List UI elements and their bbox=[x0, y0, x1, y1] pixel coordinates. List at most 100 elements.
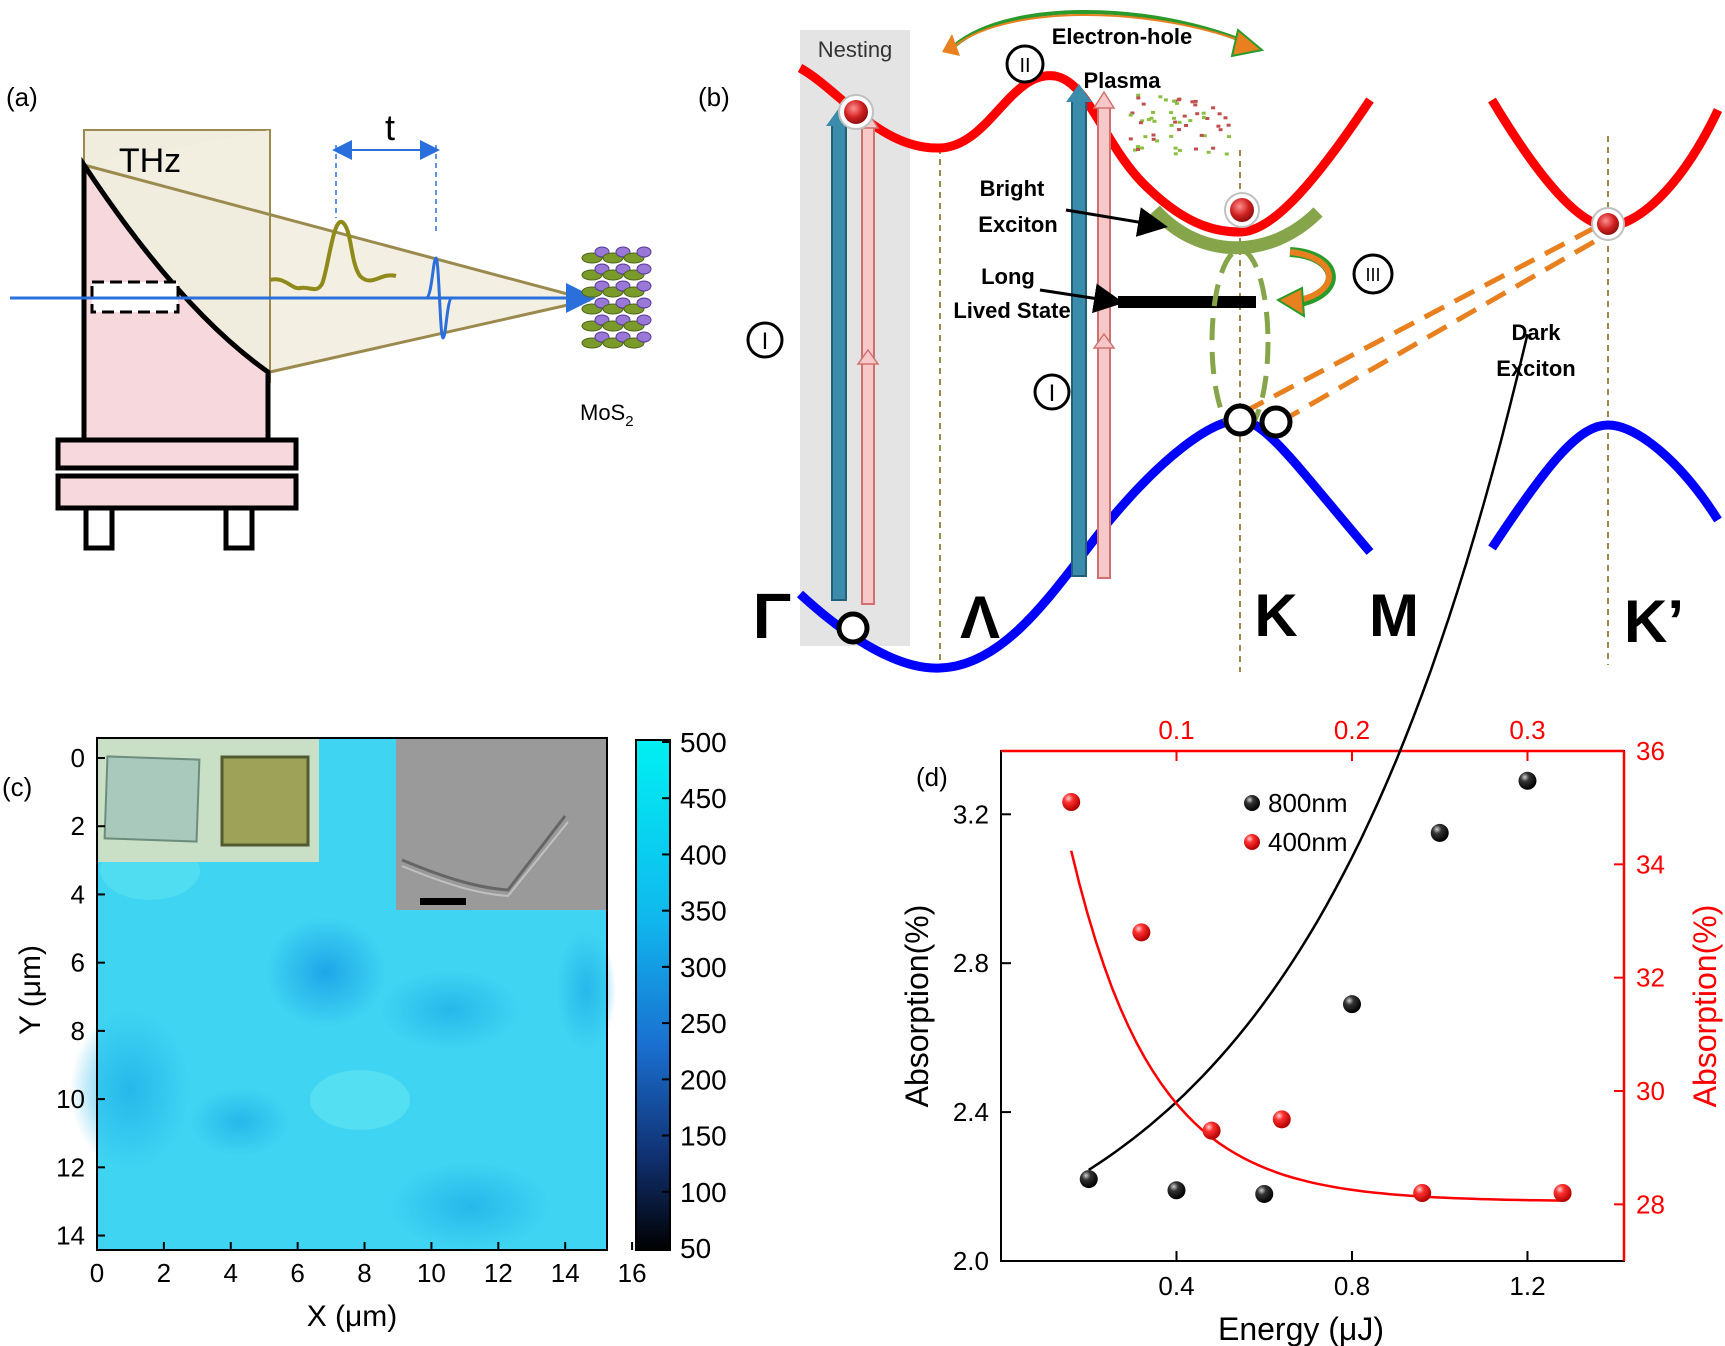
roman-III-circle bbox=[1352, 253, 1394, 295]
plasma-particle bbox=[1146, 118, 1151, 122]
x-tick-label: 6 bbox=[290, 1258, 304, 1288]
teal-arrow-gamma bbox=[831, 121, 847, 601]
plasma-particle bbox=[1193, 99, 1198, 103]
legend-marker bbox=[1244, 834, 1260, 850]
plasma-particle bbox=[1173, 146, 1178, 150]
point-400nm bbox=[1132, 923, 1151, 942]
plasma-particle bbox=[1141, 102, 1146, 106]
plasma-particle bbox=[1227, 135, 1231, 139]
fit-curves bbox=[1069, 333, 1563, 1202]
y-tick-label: 2.4 bbox=[953, 1097, 989, 1127]
fit-400nm bbox=[1069, 850, 1563, 1202]
dark-exciton-label-2: Exciton bbox=[1496, 356, 1575, 381]
bright-exciton-pointer bbox=[1065, 207, 1168, 237]
long-lived-label-2: Lived State bbox=[953, 298, 1070, 323]
x-tick-label: 10 bbox=[417, 1258, 446, 1288]
hole-k-2 bbox=[1259, 405, 1293, 439]
plasma-particle bbox=[1140, 146, 1144, 150]
plasma-particle bbox=[1217, 112, 1222, 116]
plasma-particle bbox=[1158, 95, 1163, 99]
stage-bottom bbox=[55, 473, 299, 511]
x-tick-label: 0.8 bbox=[1334, 1271, 1370, 1301]
x-tick-label: 14 bbox=[551, 1258, 580, 1288]
panel-a: (a) THz t MoS2 bbox=[6, 82, 652, 551]
plasma-particle bbox=[1194, 147, 1198, 151]
y-tick-label: 14 bbox=[56, 1221, 85, 1251]
data-points bbox=[1062, 771, 1572, 1203]
nesting-label: Nesting bbox=[818, 37, 893, 62]
x-tick-label: 0 bbox=[90, 1258, 104, 1288]
bright-exciton-label-1: Bright bbox=[980, 176, 1045, 201]
plasma-particle bbox=[1169, 111, 1174, 115]
ehp-arc-tail bbox=[942, 34, 960, 56]
relax-arrow-head bbox=[1275, 286, 1306, 318]
teal-arrow-lambda bbox=[1071, 97, 1087, 577]
plasma-particle bbox=[1151, 133, 1156, 137]
y-tick-label: 3.2 bbox=[953, 799, 989, 829]
colorbar-tick-label: 50 bbox=[680, 1233, 711, 1264]
plasma-particle bbox=[1182, 114, 1187, 118]
plasma-particle bbox=[1169, 123, 1174, 127]
plasma-particle bbox=[1188, 119, 1193, 123]
point-800nm bbox=[1430, 823, 1449, 842]
plot-ylabel-right: Absorption(%) bbox=[1687, 905, 1723, 1108]
point-800nm bbox=[1255, 1184, 1274, 1203]
colorbar-tick-label: 100 bbox=[680, 1177, 727, 1208]
plasma-particle bbox=[1163, 98, 1168, 102]
roman-I-left: I bbox=[762, 328, 769, 355]
conduction-band-main bbox=[797, 64, 1374, 237]
colorbar bbox=[635, 739, 671, 1251]
heatmap-spot bbox=[556, 930, 616, 1050]
panel-a-label: (a) bbox=[6, 82, 38, 112]
plasma-particle bbox=[1224, 152, 1229, 156]
plot-ylabel-left: Absorption(%) bbox=[899, 905, 935, 1108]
heatmap-spot bbox=[380, 970, 520, 1050]
plasma-particle bbox=[1174, 101, 1179, 105]
electron-hole-plasma-dots bbox=[1128, 93, 1231, 156]
roman-I-right: I bbox=[1049, 380, 1056, 407]
k-lambda-label: Λ bbox=[960, 584, 1000, 651]
plasma-particle bbox=[1138, 121, 1143, 125]
legend-label: 400nm bbox=[1268, 827, 1348, 857]
lattice-molybdenum bbox=[636, 280, 652, 292]
ehp-label-2: Plasma bbox=[1083, 68, 1161, 93]
roman-III: III bbox=[1365, 265, 1380, 285]
colorbar-tick-label: 200 bbox=[680, 1064, 727, 1095]
plasma-particle bbox=[1206, 150, 1211, 154]
x-tick-label: 4 bbox=[224, 1258, 238, 1288]
x-top-tick-label: 0.2 bbox=[1334, 715, 1370, 745]
stage-leg-left bbox=[83, 505, 115, 551]
panel-b-label: (b) bbox=[698, 82, 730, 112]
probe-pulse bbox=[424, 256, 454, 340]
x-tick-label: 1.2 bbox=[1509, 1271, 1545, 1301]
exciton-ellipse bbox=[1209, 247, 1271, 437]
heatmap-spot bbox=[266, 917, 386, 1027]
ehp-arc-outline bbox=[948, 10, 1256, 52]
fit-800nm bbox=[1088, 333, 1529, 1171]
plasma-particle bbox=[1151, 110, 1155, 114]
colorbar-tick-label: 150 bbox=[680, 1121, 727, 1152]
point-800nm bbox=[1079, 1170, 1098, 1189]
plasma-particle bbox=[1190, 100, 1195, 104]
dark-exciton-line-2 bbox=[1278, 233, 1606, 425]
heatmap-spot bbox=[190, 1088, 290, 1156]
plasma-particle bbox=[1152, 119, 1157, 123]
relax-arrow bbox=[1289, 249, 1332, 303]
ehp-arc bbox=[949, 14, 1256, 51]
roman-II-circle bbox=[1005, 44, 1045, 84]
sem-edge bbox=[401, 815, 567, 892]
plasma-particle bbox=[1205, 117, 1210, 120]
y-tick-label: 12 bbox=[56, 1152, 85, 1182]
plasma-particle bbox=[1136, 93, 1141, 97]
y-right-tick-label: 30 bbox=[1636, 1076, 1665, 1106]
plasma-particle bbox=[1195, 112, 1200, 116]
y-tick-label: 2.8 bbox=[953, 948, 989, 978]
point-400nm bbox=[1413, 1184, 1432, 1202]
y-tick-label: 2.0 bbox=[953, 1246, 989, 1276]
plasma-particle bbox=[1136, 148, 1140, 151]
plasma-particle bbox=[1201, 116, 1206, 119]
plasma-particle bbox=[1201, 111, 1206, 115]
k-K-label: K bbox=[1254, 582, 1297, 649]
point-800nm bbox=[1167, 1181, 1186, 1200]
